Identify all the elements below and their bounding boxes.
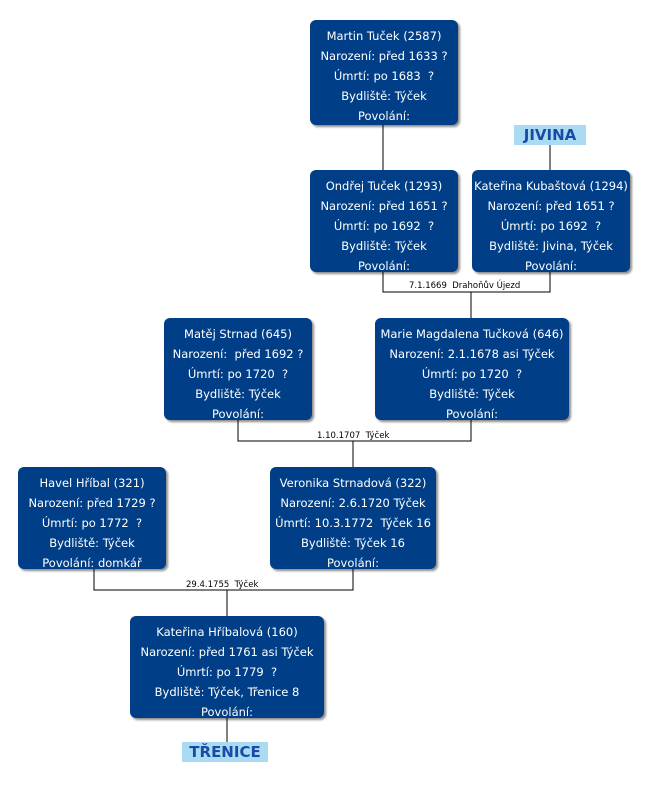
person-name: Martin Tuček (2587): [326, 29, 442, 43]
person-death: Úmrtí: po 1692 ?: [333, 219, 435, 233]
person-occupation: Povolání:: [357, 109, 410, 123]
person-birth: Narození: 2.6.1720 Týček: [280, 496, 426, 510]
person-death: Úmrtí: po 1772 ?: [41, 516, 143, 530]
person-occupation: Povolání:: [200, 705, 253, 719]
person-residence: Bydliště: Týček: [195, 387, 281, 401]
person-residence: Bydliště: Týček: [49, 536, 135, 550]
person-residence: Bydliště: Týček, Třenice 8: [154, 685, 300, 699]
person-box-veronika-strnadova[interactable]: Veronika Strnadová (322) Narození: 2.6.1…: [270, 467, 436, 570]
person-name: Havel Hříbal (321): [39, 476, 145, 490]
person-birth: Narození: před 1761 asi Týček: [140, 645, 314, 659]
person-death: Úmrtí: 10.3.1772 Týček 16: [275, 516, 431, 530]
person-residence: Bydliště: Jivina, Týček: [489, 239, 613, 253]
person-occupation: Povolání:: [357, 259, 410, 273]
person-birth: Narození: před 1633 ?: [320, 49, 448, 63]
person-name: Matěj Strnad (645): [184, 327, 292, 341]
person-box-marie-magdalena-tuckova[interactable]: Marie Magdalena Tučková (646) Narození: …: [375, 318, 569, 421]
person-box-katerina-kubastova[interactable]: Kateřina Kubaštová (1294) Narození: před…: [472, 170, 630, 273]
person-residence: Bydliště: Týček: [341, 89, 427, 103]
person-occupation: Povolání:: [326, 556, 379, 570]
person-death: Úmrtí: po 1692 ?: [500, 219, 602, 233]
marriage-label-2: 1.10.1707 Týček: [317, 431, 390, 441]
place-label-jivina: JIVINA: [514, 125, 586, 145]
person-death: Úmrtí: po 1720 ?: [187, 367, 289, 381]
person-name: Veronika Strnadová (322): [279, 476, 427, 490]
person-residence: Bydliště: Týček: [341, 239, 427, 253]
person-birth: Narození: 2.1.1678 asi Týček: [389, 347, 555, 361]
person-occupation: Povolání: domkář: [42, 556, 142, 570]
line-marriage-1: [382, 272, 551, 293]
person-occupation: Povolání:: [211, 407, 264, 421]
person-birth: Narození: před 1651 ?: [487, 199, 615, 213]
person-birth: Narození: před 1692 ?: [172, 347, 304, 361]
person-box-matej-strnad[interactable]: Matěj Strnad (645) Narození: před 1692 ?…: [164, 318, 312, 421]
person-box-martin-tucek[interactable]: Martin Tuček (2587) Narození: před 1633 …: [310, 20, 458, 125]
person-name: Kateřina Hříbalová (160): [156, 625, 298, 639]
marriage-label-3: 29.4.1755 Týček: [186, 580, 259, 590]
person-death: Úmrtí: po 1683 ?: [333, 69, 435, 83]
person-death: Úmrtí: po 1779 ?: [176, 665, 278, 679]
person-name: Marie Magdalena Tučková (646): [380, 327, 564, 341]
line-marriage-3: [93, 569, 354, 591]
person-birth: Narození: před 1651 ?: [320, 199, 448, 213]
person-residence: Bydliště: Týček 16: [301, 536, 405, 550]
person-death: Úmrtí: po 1720 ?: [421, 367, 523, 381]
person-box-ondrej-tucek[interactable]: Ondřej Tuček (1293) Narození: před 1651 …: [310, 170, 458, 273]
person-name: Kateřina Kubaštová (1294): [474, 179, 628, 193]
marriage-label-1: 7.1.1669 Drahoňův Újezd: [409, 281, 521, 291]
line-marriage-2: [237, 420, 472, 442]
person-residence: Bydliště: Týček: [429, 387, 515, 401]
person-birth: Narození: před 1729 ?: [28, 496, 156, 510]
person-occupation: Povolání:: [445, 407, 498, 421]
person-box-havel-hribal[interactable]: Havel Hříbal (321) Narození: před 1729 ?…: [18, 467, 166, 570]
place-label-trenice: TŘENICE: [182, 742, 268, 762]
person-name: Ondřej Tuček (1293): [325, 179, 443, 193]
person-box-katerina-hribalova[interactable]: Kateřina Hříbalová (160) Narození: před …: [130, 616, 324, 719]
person-occupation: Povolání:: [524, 259, 577, 273]
